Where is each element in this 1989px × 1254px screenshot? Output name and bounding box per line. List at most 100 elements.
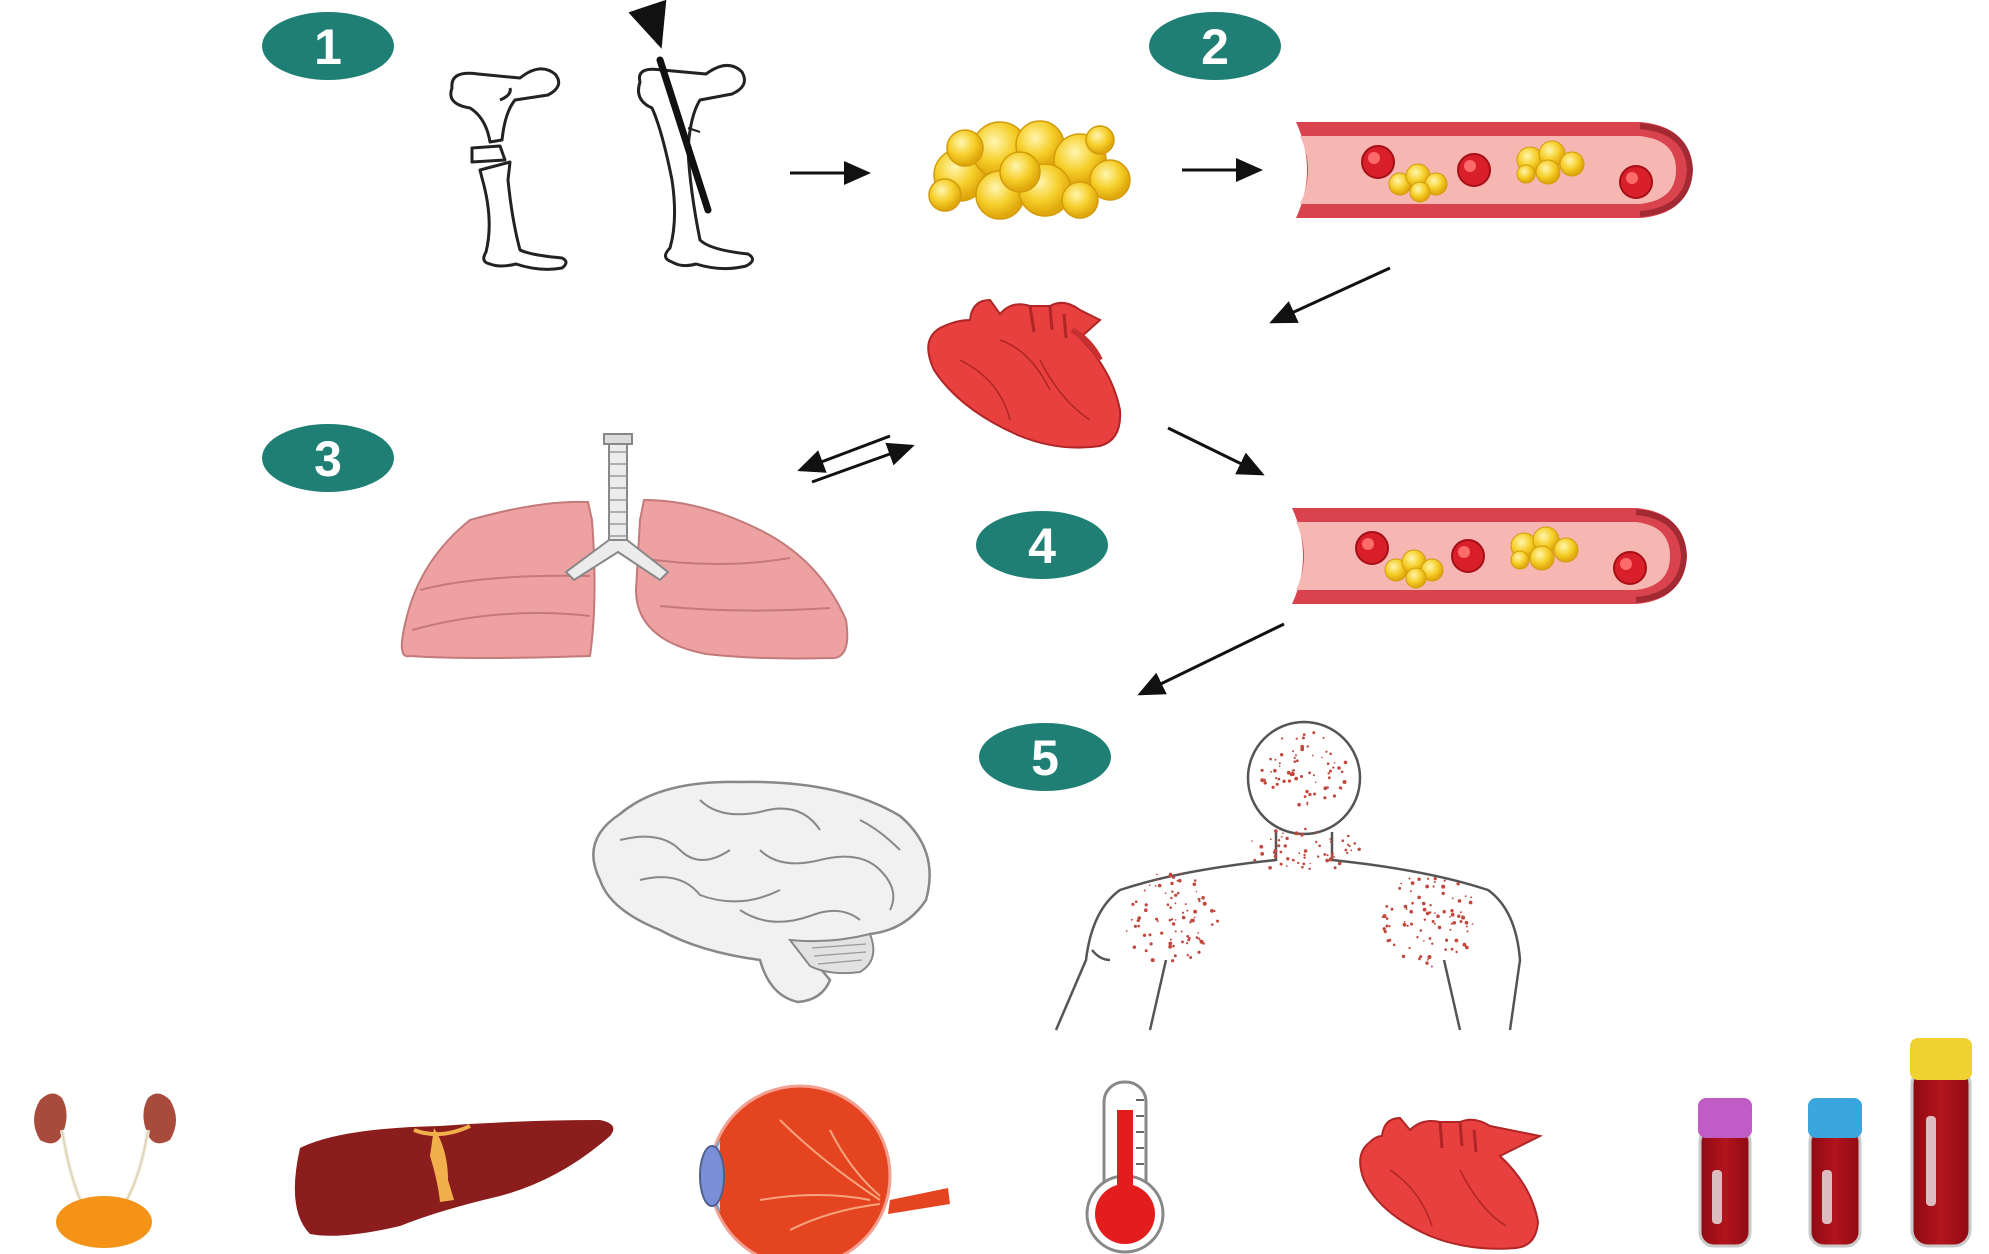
petechia-dot [1465,895,1467,897]
heart-icon [928,300,1120,448]
petechia-dot [1384,930,1387,933]
petechia-dot [1171,891,1173,893]
petechia-dot [1182,916,1186,920]
petechia-dot [1424,919,1426,921]
petechia-dot [1321,757,1323,759]
petechia-dot [1330,841,1332,843]
petechia-dot [1276,783,1279,786]
petechia-dot [1411,881,1415,885]
petechia-dot [1404,921,1406,923]
petechia-dot [1292,770,1294,772]
petechia-dot [1443,910,1446,913]
petechia-dot [1181,941,1184,944]
petechia-dot [1382,916,1384,918]
petechia-dot [1409,878,1411,880]
petechia-dot [1282,832,1284,834]
petechia-dot [1323,796,1326,799]
petechia-dot [1177,892,1180,895]
petechia-dot [1145,903,1148,906]
petechia-dot [1444,948,1447,951]
thermometer-icon [1087,1082,1163,1252]
petechia-dot [1393,944,1396,947]
petechia-dot [1169,873,1172,876]
petechia-dot [1346,852,1348,854]
petechia-dot [1317,855,1319,857]
arrow-heart-to-vessel [1168,428,1262,474]
petechia-dot [1280,851,1283,854]
petechia-dot [1188,937,1191,940]
petechia-dot [1165,892,1167,894]
petechia-dot [1131,919,1133,921]
petechia-dot [1404,905,1408,909]
petechia-dot [1203,902,1207,906]
petechia-dot [1281,737,1283,739]
petechia-dot [1193,910,1197,914]
petechia-dot [1308,793,1311,796]
petechia-dot [1306,803,1308,805]
step-badge-1: 1 [262,12,394,80]
petechia-dot [1298,852,1300,854]
petechia-dot [1422,902,1426,906]
petechia-dot [1411,902,1414,905]
petechia-dot [1143,934,1146,937]
petechia-dot [1313,793,1316,796]
petechia-dot [1197,938,1199,940]
petechia-dot [1315,782,1317,784]
petechia-dot [1145,949,1148,952]
petechia-dot [1273,851,1276,854]
step-number-1: 1 [314,19,342,75]
petechia-dot [1175,919,1177,921]
petechia-dot [1275,759,1277,761]
petechia-dot [1452,897,1454,899]
fractured-femur-icon [451,69,566,269]
petechia-dot [1270,839,1272,841]
petechia-dot [1155,885,1157,887]
petechia-dot [1158,884,1162,888]
petechia-dot [1301,833,1304,836]
petechia-dot [1456,882,1459,885]
petechia-dot [1442,892,1445,895]
petechia-dot [1385,905,1388,908]
petechia-dot [1403,923,1407,927]
petechia-dot [1410,923,1413,926]
brain-icon [593,782,929,1002]
petechia-dot [1325,859,1329,863]
petechia-dot [1329,753,1332,756]
petechia-dot [1427,878,1429,880]
petechia-dot [1149,884,1151,886]
petechia-dot [1453,921,1457,925]
petechia-dot [1391,908,1394,911]
lungs-icon [402,434,847,659]
petechia-dot [1312,731,1315,734]
petechia-dot [1144,908,1148,912]
petechia-dot [1186,910,1188,912]
petechia-dot [1340,787,1342,789]
arrow-vessel-to-heart [1272,268,1390,322]
petechia-dot [1277,844,1280,847]
petechia-dot [1181,931,1183,933]
petechia-dot [1172,922,1175,925]
petechia-dot [1323,737,1325,739]
petechia-dot [1386,917,1389,920]
petechia-dot [1326,786,1329,789]
petechia-dot [1406,908,1408,910]
petechia-dot [1434,881,1436,883]
petechia-dot [1295,754,1297,756]
petechia-dot [1462,915,1464,917]
petechia-dot [1407,925,1409,927]
petechia-dot [1168,942,1172,946]
petechia-dot [1469,901,1473,905]
nailed-femur-icon [639,14,753,269]
step-number-4: 4 [1028,518,1056,574]
petechia-dot [1455,951,1457,953]
petechia-dot [1436,915,1440,919]
petechia-dot [1467,930,1469,932]
step-badge-2: 2 [1149,12,1281,80]
petechia-dot [1332,767,1334,769]
petechia-dot [1169,906,1172,909]
petechia-dot [1251,840,1253,842]
petechia-dot [1197,932,1199,934]
petechia-dot [1338,862,1342,866]
petechia-dot [1196,891,1198,893]
